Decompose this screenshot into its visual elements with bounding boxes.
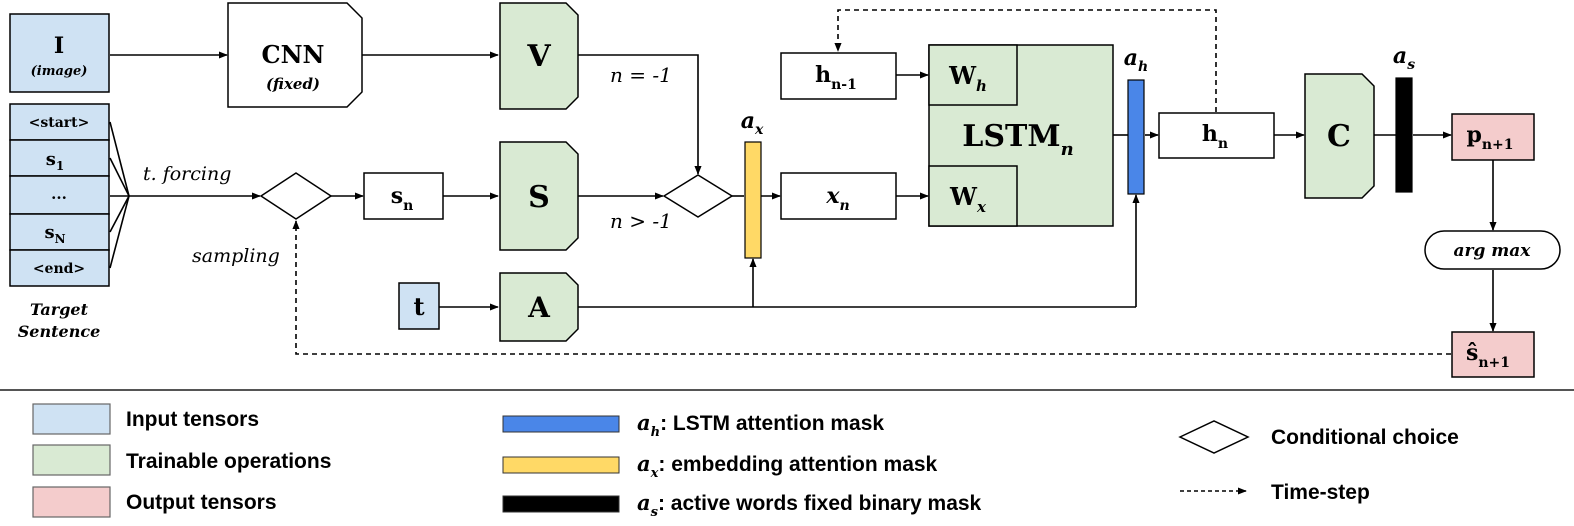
pn-output-box <box>1451 113 1535 161</box>
image-input-box <box>9 13 110 93</box>
choice-diamond-input <box>259 172 333 220</box>
as-mask-label: as <box>1393 43 1415 73</box>
a-label: A <box>527 291 551 324</box>
legend-input-label: Input tensors <box>126 408 259 431</box>
shat-output-box <box>1451 331 1535 378</box>
edge-fan-s1 <box>109 157 130 197</box>
v-label: V <box>526 39 551 74</box>
a-block <box>499 272 579 342</box>
t-input-box <box>398 282 440 330</box>
lstm-label: LSTMn <box>962 119 1073 160</box>
ah-mask-bar <box>1127 79 1145 195</box>
target-caption-1: Target <box>30 300 89 319</box>
legend-ah-label: ah: LSTM attention mask <box>637 410 884 440</box>
ax-mask-label: ax <box>741 108 764 138</box>
wh-box <box>928 44 1018 106</box>
hprev-box <box>780 52 897 100</box>
cnn-sub: (fixed) <box>266 75 320 93</box>
wh-label: Wh <box>948 61 987 95</box>
legend-output-label: Output tensors <box>126 491 277 514</box>
legend-swatch-input <box>32 403 111 435</box>
target-caption-2: Sentence <box>18 322 101 341</box>
legend-trainable-label: Trainable operations <box>126 450 331 473</box>
wx-label: Wx <box>949 182 987 216</box>
legend-choice-diamond <box>1178 420 1250 454</box>
token-start: <start> <box>29 115 90 131</box>
sampling-label: sampling <box>192 245 280 267</box>
edge-timestep-hn-hprev <box>834 9 1217 112</box>
edge-fan-sN <box>109 195 130 233</box>
hn-label: hn <box>1202 121 1228 152</box>
legend-swatch-output <box>32 486 111 518</box>
legend-ax-label: ax: embedding attention mask <box>637 451 938 481</box>
token-end: <end> <box>33 261 85 277</box>
edge-fan-start <box>109 121 130 197</box>
token-dots: ... <box>51 185 67 203</box>
edge-v-choice <box>578 54 702 175</box>
connectors <box>109 9 1497 355</box>
t-forcing-label: t. forcing <box>143 163 231 185</box>
n-gt-label: n > -1 <box>610 209 672 233</box>
c-block <box>1304 73 1375 199</box>
argmax-block <box>1424 230 1561 270</box>
legend-swatch-ah <box>502 415 620 433</box>
v-block <box>499 2 579 110</box>
s-label: S <box>528 180 550 215</box>
sn-label: sn <box>391 183 414 214</box>
wx-box <box>928 165 1018 227</box>
c-label: C <box>1327 119 1351 154</box>
choice-diamond-embedding <box>662 174 734 218</box>
hprev-label: hn-1 <box>815 62 857 93</box>
argmax-label: arg max <box>1454 241 1532 261</box>
token-sN: sN <box>44 222 65 246</box>
pn-label: pn+1 <box>1466 122 1513 153</box>
legend-timestep-label: Time-step <box>1271 481 1370 504</box>
image-symbol: I <box>54 33 64 59</box>
xn-label: xn <box>825 183 849 214</box>
legend-as-label: as: active words fixed binary mask <box>637 490 982 520</box>
n-eq-label: n = -1 <box>610 63 672 87</box>
ah-mask-label: ah <box>1124 45 1148 75</box>
target-sentence: <start> s1 ... sN <end> Target Sentence <box>9 103 110 341</box>
t-symbol: t <box>413 292 424 321</box>
target-token-box <box>9 213 110 251</box>
token-s1: s1 <box>46 149 65 173</box>
hn-box <box>1158 112 1275 159</box>
edge-timestep-sampling <box>292 220 1451 355</box>
legend-choice-label: Conditional choice <box>1271 426 1459 449</box>
ax-mask-bar <box>744 141 762 259</box>
legend-swatch-trainable <box>32 444 111 476</box>
cnn-label: CNN <box>262 40 325 69</box>
legend-swatch-ax <box>502 456 620 474</box>
image-caption: (image) <box>31 64 88 79</box>
s-block <box>499 141 579 251</box>
shat-label: ŝn+1 <box>1466 340 1510 371</box>
cnn-block <box>227 2 363 108</box>
legend: Input tensors Trainable operations Outpu… <box>32 403 1459 520</box>
edge-fan-end <box>109 195 130 269</box>
as-mask-bar <box>1395 77 1413 193</box>
sn-box <box>363 172 444 220</box>
xn-box <box>780 172 897 220</box>
target-token-box <box>9 249 110 287</box>
legend-swatch-as <box>502 495 620 513</box>
